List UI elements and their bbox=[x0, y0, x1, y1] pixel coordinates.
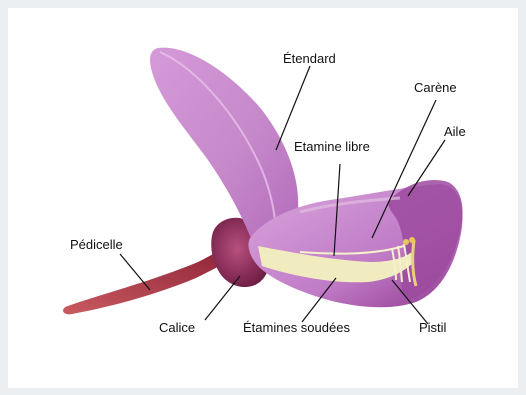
label-aile: Aile bbox=[444, 124, 466, 139]
anther bbox=[409, 237, 415, 243]
label-etamine-libre: Etamine libre bbox=[294, 139, 370, 154]
label-etendard: Étendard bbox=[283, 51, 336, 66]
leader-pedicelle bbox=[120, 254, 150, 290]
label-calice: Calice bbox=[159, 320, 195, 335]
label-pedicelle: Pédicelle bbox=[70, 237, 123, 252]
pedicel bbox=[63, 248, 230, 314]
leader-calice bbox=[205, 276, 240, 320]
leader-etendard bbox=[276, 66, 310, 150]
label-carene: Carène bbox=[414, 80, 457, 95]
label-pistil: Pistil bbox=[419, 320, 447, 335]
anther bbox=[403, 239, 409, 245]
label-etamines-soudees: Étamines soudées bbox=[243, 320, 350, 335]
